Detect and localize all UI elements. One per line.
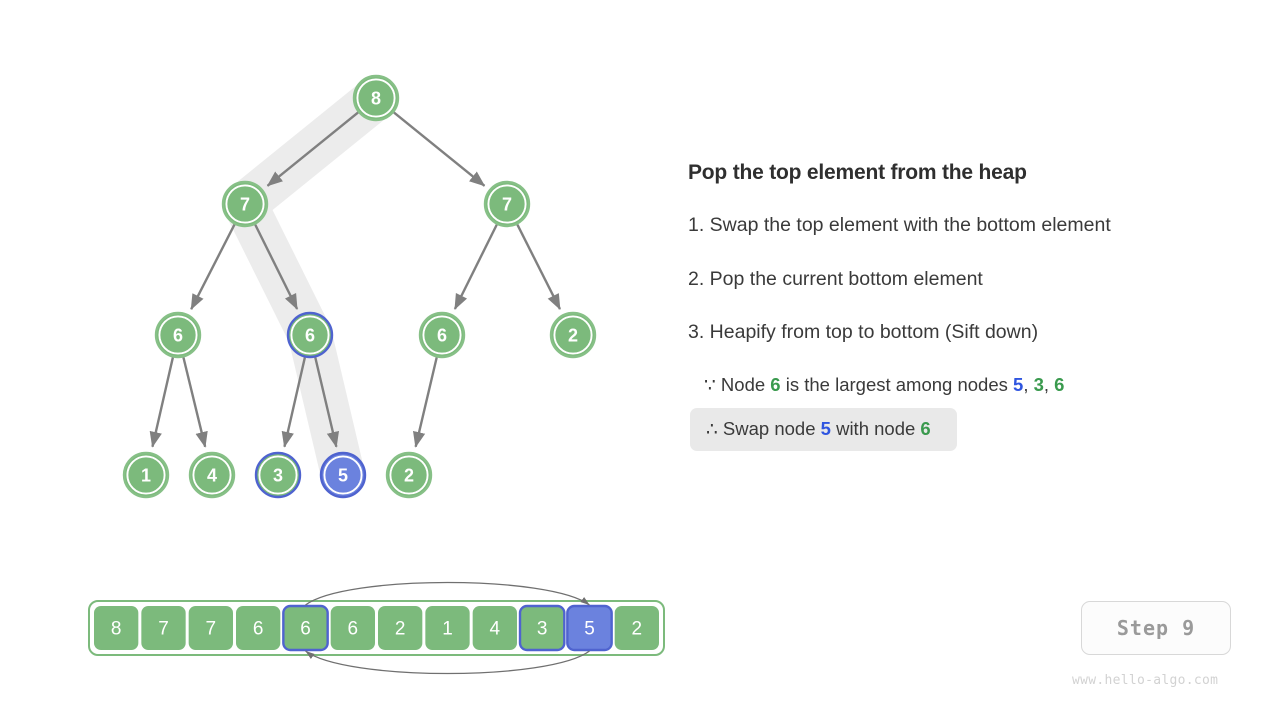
candidate-value-0: 5	[1013, 374, 1024, 396]
array-cell-value: 6	[300, 619, 311, 640]
tree-node-label: 2	[404, 465, 414, 485]
tree-node-label: 8	[371, 88, 381, 108]
therefore-to-value: 6	[920, 418, 931, 440]
tree-node-5: 5	[319, 451, 367, 499]
because-prefix: Node	[720, 374, 766, 396]
tree-node-label: 6	[305, 325, 315, 345]
tree-node-7: 7	[483, 180, 531, 228]
array-cell: 6	[282, 604, 329, 652]
because-middle: is the largest among nodes	[785, 374, 1008, 396]
tree-node-label: 5	[338, 465, 348, 485]
because-symbol: ∵	[704, 374, 716, 396]
because-clause: ∵ Node 6 is the largest among nodes 5, 3…	[688, 373, 1248, 397]
array-cell-value: 6	[348, 619, 359, 640]
array-cell-value: 7	[206, 619, 217, 640]
array-cell: 5	[566, 604, 613, 652]
candidate-value-2: 6	[1054, 374, 1065, 396]
tree-node-label: 6	[437, 325, 447, 345]
array-cell: 7	[141, 606, 186, 650]
tree-node-2: 2	[385, 451, 433, 499]
tree-node-label: 4	[207, 465, 217, 485]
array-cell-value: 5	[584, 619, 595, 640]
candidate-value-1: 3	[1033, 374, 1044, 396]
explanation-panel: Pop the top element from the heap 1. Swa…	[688, 160, 1248, 459]
array-cell-value: 8	[111, 619, 122, 640]
therefore-middle: with node	[836, 418, 916, 440]
therefore-prefix: Swap node	[722, 418, 816, 440]
array-cell: 2	[378, 606, 423, 650]
array-cell: 1	[425, 606, 470, 650]
array-cell-value: 4	[490, 619, 501, 640]
array-representation: 8 7 7 6 6 6 2 1 4 3 5 2	[88, 581, 665, 675]
tree-node-6: 6	[154, 311, 202, 359]
array-cell: 6	[236, 606, 281, 650]
tree-edges	[149, 111, 562, 448]
therefore-clause: ∴ Swap node 5 with node 6	[690, 408, 957, 452]
array-cell: 4	[472, 606, 517, 650]
tree-node-6: 6	[286, 311, 334, 359]
array-cell-value: 2	[632, 619, 643, 640]
array-cell-value: 6	[253, 619, 264, 640]
array-cell-value: 7	[158, 619, 169, 640]
tree-node-label: 7	[502, 194, 512, 214]
candidate-sep-1: ,	[1043, 374, 1055, 396]
therefore-from-value: 5	[820, 418, 831, 440]
tree-nodes: 8 7 7 6 6 6 2 1 4 3 5 2	[122, 74, 597, 499]
watermark: www.hello-algo.com	[1072, 673, 1219, 688]
tree-node-8: 8	[352, 74, 400, 122]
array-cell: 6	[330, 606, 375, 650]
tree-node-label: 2	[568, 325, 578, 345]
tree-node-4: 4	[188, 451, 236, 499]
therefore-symbol: ∴	[706, 418, 718, 440]
swap-arrow	[305, 581, 590, 675]
array-cell: 7	[188, 606, 233, 650]
array-cell: 8	[94, 606, 139, 650]
tree-node-1: 1	[122, 451, 170, 499]
candidate-sep-0: ,	[1023, 374, 1034, 396]
tree-node-label: 3	[273, 465, 283, 485]
page-title: Pop the top element from the heap	[688, 161, 1027, 184]
tree-node-label: 6	[173, 325, 183, 345]
tree-node-3: 3	[254, 451, 302, 499]
tree-node-6: 6	[418, 311, 466, 359]
tree-node-2: 2	[549, 311, 597, 359]
heap-figure: 8 7 7 6 6 6 2 1 4 3 5 2 8 7 7 6 6 6 2 1 4 3 5 2	[88, 74, 665, 675]
array-cell-value: 1	[442, 619, 453, 640]
step-badge: Step 9	[1081, 601, 1231, 655]
sift-down-path-highlight	[223, 76, 398, 497]
array-cell-value: 3	[537, 619, 548, 640]
array-cell: 3	[518, 604, 566, 652]
array-cell-value: 2	[395, 619, 406, 640]
because-node-value: 6	[770, 374, 781, 396]
tree-node-label: 1	[141, 465, 151, 485]
instruction-step-1: 1. Swap the top element with the bottom …	[688, 214, 1111, 237]
instruction-step-3: 3. Heapify from top to bottom (Sift down…	[688, 320, 1039, 343]
tree-node-7: 7	[221, 180, 269, 228]
instruction-step-2: 2. Pop the current bottom element	[688, 267, 983, 290]
tree-node-label: 7	[240, 194, 250, 214]
array-cell: 2	[614, 606, 659, 650]
